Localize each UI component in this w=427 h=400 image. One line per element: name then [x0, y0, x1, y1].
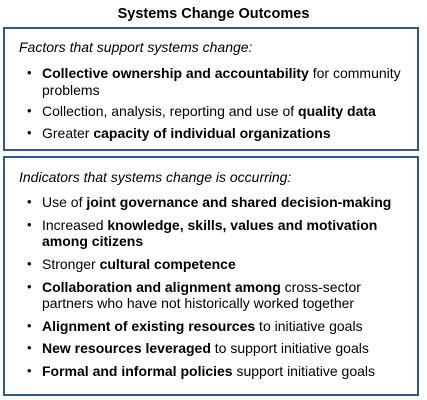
bullet-icon: • [27, 317, 32, 333]
item-text: Collection, analysis, reporting and use … [42, 103, 299, 119]
list-item: • Collection, analysis, reporting and us… [5, 103, 417, 120]
bullet-icon: • [27, 65, 32, 80]
item-text-bold: Collaboration and alignment among [42, 278, 281, 295]
list-item: • Greater capacity of individual organiz… [5, 125, 417, 142]
list-item: • Alignment of existing resources to ini… [5, 318, 417, 335]
factors-list: • Collective ownership and accountabilit… [5, 65, 417, 146]
item-text-bold: knowledge, skills, values and motivation… [42, 216, 378, 250]
factors-heading: Factors that support systems change: [19, 39, 253, 55]
item-text-bold: quality data [298, 103, 376, 119]
list-item: • Collective ownership and accountabilit… [5, 65, 417, 98]
item-text-bold: Collective ownership and accountability [42, 65, 309, 81]
item-text: Greater [42, 124, 94, 141]
page-title: Systems Change Outcomes [117, 6, 310, 22]
item-text: Use of [42, 194, 87, 210]
list-item: • Formal and informal policies support i… [5, 363, 417, 380]
list-item: • New resources leveraged to support ini… [5, 340, 417, 357]
list-item: • Use of joint governance and shared dec… [5, 194, 417, 211]
bullet-icon: • [27, 103, 32, 118]
indicators-list: • Use of joint governance and shared dec… [5, 194, 417, 386]
item-text-bold: capacity of individual organizations [93, 124, 331, 141]
factors-box: Factors that support systems change: • C… [3, 27, 419, 151]
item-text: cross-sector partners who have not histo… [42, 278, 361, 312]
item-text: Increased [42, 216, 108, 233]
indicators-heading: Indicators that systems change is occurr… [19, 169, 292, 185]
item-text-bold: cultural competence [99, 255, 236, 272]
bullet-icon: • [27, 124, 32, 140]
bullet-icon: • [27, 216, 32, 232]
list-item: • Increased knowledge, skills, values an… [5, 217, 417, 250]
item-text: support initiative goals [232, 363, 376, 380]
item-text: to support initiative goals [210, 340, 369, 357]
list-item: • Collaboration and alignment among cros… [5, 279, 417, 312]
bullet-icon: • [27, 255, 32, 271]
indicators-box: Indicators that systems change is occurr… [3, 156, 419, 396]
item-text: Stronger [42, 255, 100, 272]
list-item: • Stronger cultural competence [5, 256, 417, 273]
bullet-icon: • [27, 278, 32, 294]
item-text: to initiative goals [255, 317, 363, 334]
item-text-bold: Formal and informal policies [42, 363, 233, 380]
bullet-icon: • [27, 363, 32, 379]
item-text-bold: Alignment of existing resources [42, 317, 256, 334]
bullet-icon: • [27, 340, 32, 356]
item-text-bold: New resources leveraged [42, 340, 211, 357]
item-text: for community problems [42, 65, 401, 98]
bullet-icon: • [27, 194, 32, 209]
item-text-bold: joint governance and shared decision-mak… [86, 194, 392, 210]
